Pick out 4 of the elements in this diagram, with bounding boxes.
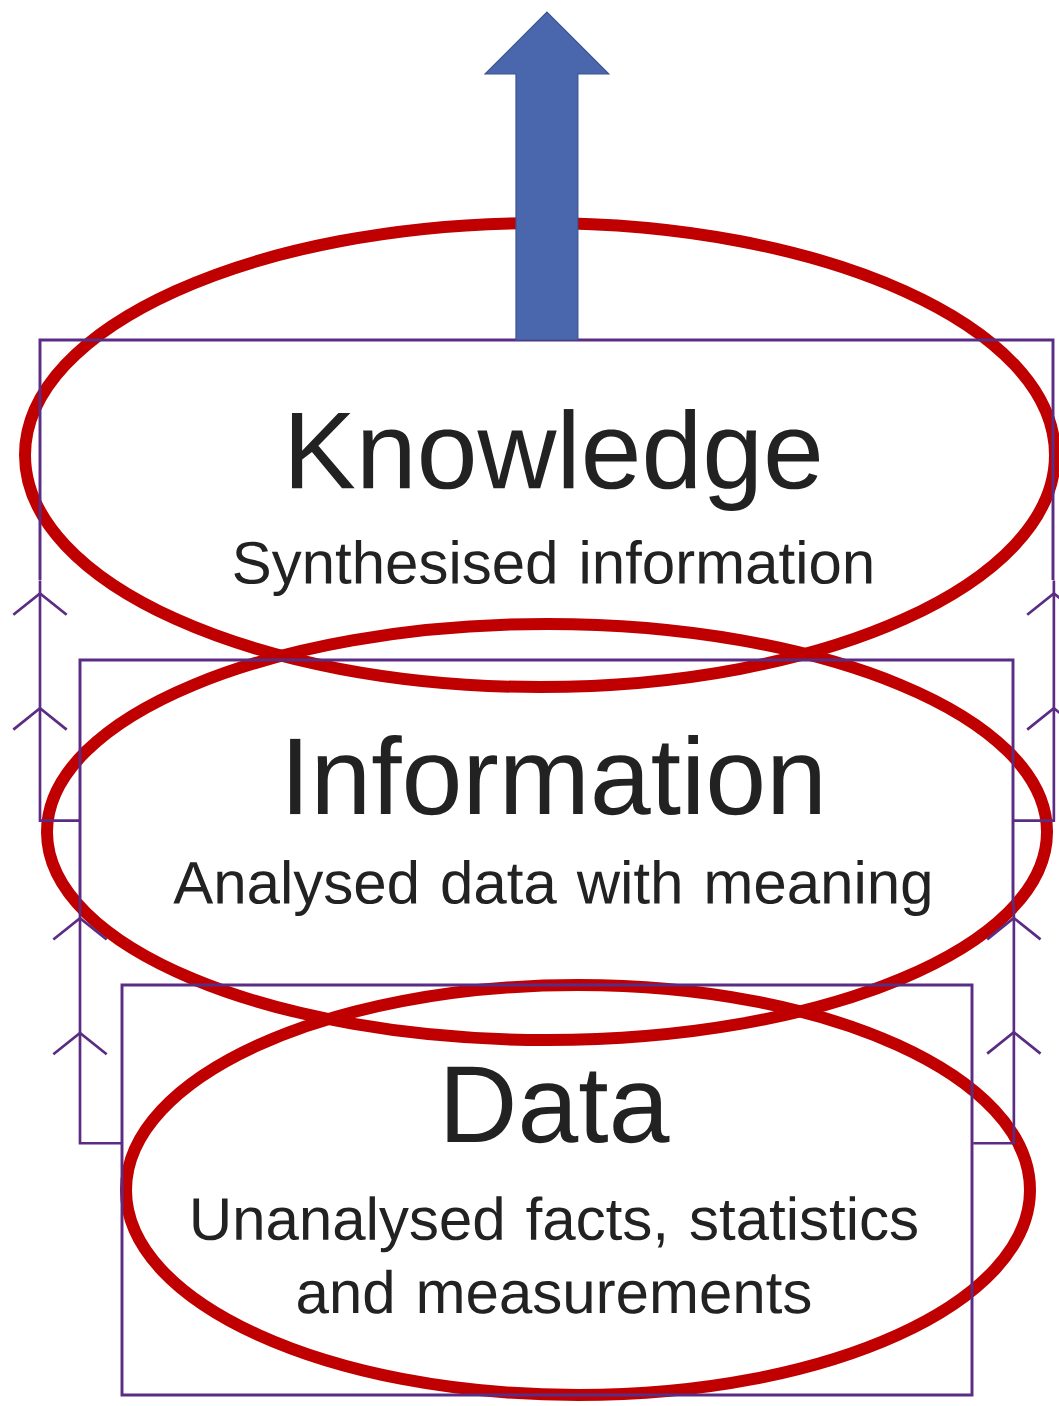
level-box: Data Unanalysed facts, statistics and measurements bbox=[120, 983, 974, 1397]
level-box: Information Analysed data with meaning bbox=[78, 658, 1015, 916]
level-box: Knowledge Synthesised information bbox=[38, 338, 1055, 596]
block-arrow bbox=[483, 11, 611, 341]
